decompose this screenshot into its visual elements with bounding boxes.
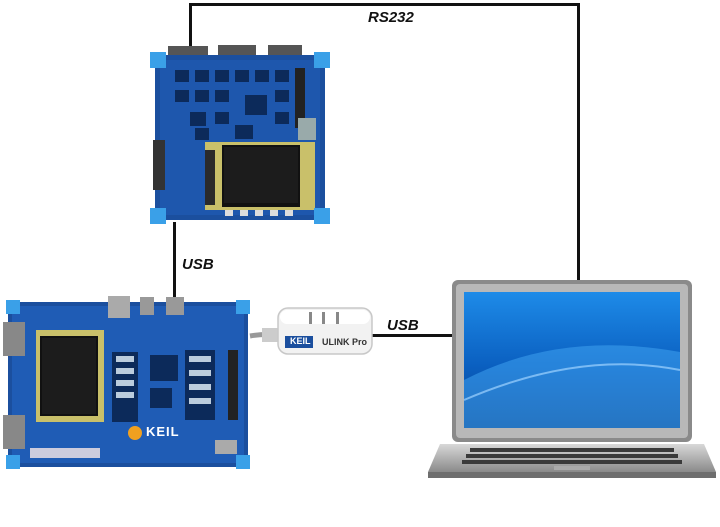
ulink-model-text: ULINK Pro xyxy=(322,337,367,347)
usb-wire-horizontal xyxy=(372,334,454,337)
rs232-wire-right xyxy=(577,3,580,283)
usb-label-vertical: USB xyxy=(182,256,214,273)
rs232-wire-top xyxy=(190,3,580,6)
usb-label-horizontal: USB xyxy=(387,317,419,334)
ulink-brand-text: KEIL xyxy=(290,336,311,346)
keil-logo-text: KEIL xyxy=(146,424,180,439)
usb-wire-vertical xyxy=(173,222,176,302)
rs232-label: RS232 xyxy=(368,9,414,26)
rs232-wire-left xyxy=(189,3,192,51)
